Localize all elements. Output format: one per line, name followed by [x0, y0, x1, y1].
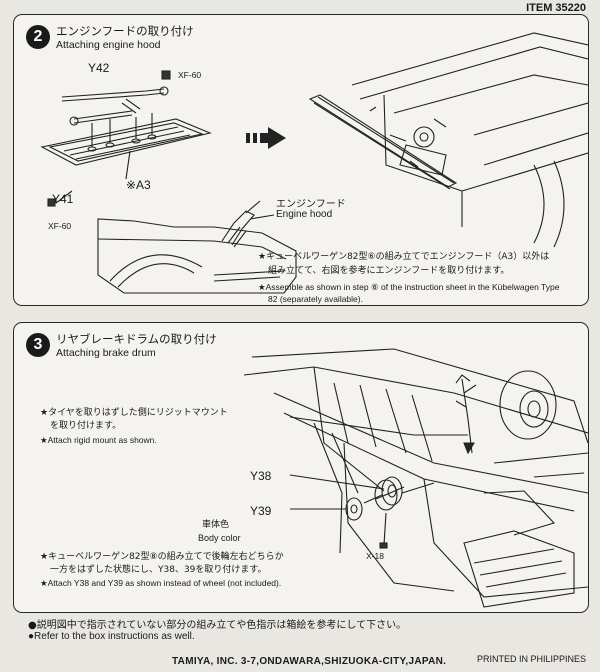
step-2-number: 2	[26, 25, 50, 49]
direction-arrow-icon	[246, 127, 286, 149]
step-2-note-jp: ★キューベルワーゲン82型⑥の組み立てでエンジンフード（A3）以外は	[258, 252, 550, 262]
step-3-note-tire-jp: ★タイヤを取りはずした側にリジットマウント	[40, 408, 228, 418]
engine-hood-label-jp: エンジンフード	[276, 199, 346, 210]
part-xf60-bottom-label: XF-60	[48, 221, 72, 231]
body-color-label-jp: 車体色	[202, 520, 230, 530]
step-3-title-jp: リヤブレーキドラムの取り付け	[56, 332, 217, 346]
step-3-note-tire-en: ★Attach rigid mount as shown.	[40, 435, 157, 445]
step-3-illustration	[243, 348, 588, 608]
step-2-illustration	[40, 32, 588, 294]
engine-hood-label-en: Engine hood	[276, 209, 333, 220]
circle-bullet-icon: ●	[28, 631, 35, 642]
part-x18-label: X-18	[366, 551, 384, 561]
circle-bullet-icon: ●	[28, 620, 37, 631]
step-2-panel: 2 エンジンフードの取り付け Attaching engine hood	[13, 14, 589, 306]
star-bullet-icon: ★	[40, 552, 49, 562]
part-y41-label: Y41	[52, 192, 74, 206]
step-3-note-jp-line2: 一方をはずした状態にし、Y38、39を取り付けます。	[50, 565, 267, 575]
star-bullet-icon: ★	[40, 578, 48, 588]
footer-note-en: ●Refer to the box instructions as well.	[28, 631, 195, 642]
item-number: ITEM 35220	[526, 2, 586, 14]
step-3-note-tire-jp-line2: を取り付けます。	[50, 421, 122, 431]
step-3-title-en: Attaching brake drum	[56, 347, 156, 359]
step-3-note-en: ★Attach Y38 and Y39 as shown instead of …	[40, 578, 282, 588]
step-3-panel: 3 リヤブレーキドラムの取り付け Attaching brake drum	[13, 322, 589, 613]
step-2-title-jp: エンジンフードの取り付け	[56, 24, 194, 38]
company-address: TAMIYA, INC. 3-7,ONDAWARA,SHIZUOKA-CITY,…	[172, 656, 447, 667]
footer-note-jp: ●説明図中で指示されていない部分の組み立てや色指示は箱絵を参考にして下さい。	[28, 620, 407, 631]
step-3-note-jp: ★キューベルワーゲン82型⑧の組み立てで後輪左右どちらか	[40, 552, 284, 562]
part-a3-label: ※A3	[126, 178, 151, 192]
step-2-note-en-line2: 82 (separately available).	[268, 294, 363, 304]
body-color-label-en: Body color	[198, 533, 241, 543]
star-bullet-icon: ★	[258, 252, 267, 262]
step-2-note-en: ★Assemble as shown in step ⑥ of the inst…	[258, 282, 560, 292]
part-y42-label: Y42	[88, 61, 110, 75]
star-bullet-icon: ★	[40, 435, 48, 445]
printed-in: PRINTED IN PHILIPPINES	[476, 654, 586, 664]
part-xf60-top-label: XF-60	[178, 70, 202, 80]
part-y39-label: Y39	[250, 504, 272, 518]
star-bullet-icon: ★	[258, 282, 266, 292]
step-2-note-jp-line2: 組み立てて、右図を参考にエンジンフードを取り付けます。	[268, 266, 510, 276]
part-y38-label: Y38	[250, 469, 272, 483]
step-2-title-en: Attaching engine hood	[56, 39, 161, 51]
step-3-number: 3	[26, 333, 50, 357]
star-bullet-icon: ★	[40, 408, 49, 418]
